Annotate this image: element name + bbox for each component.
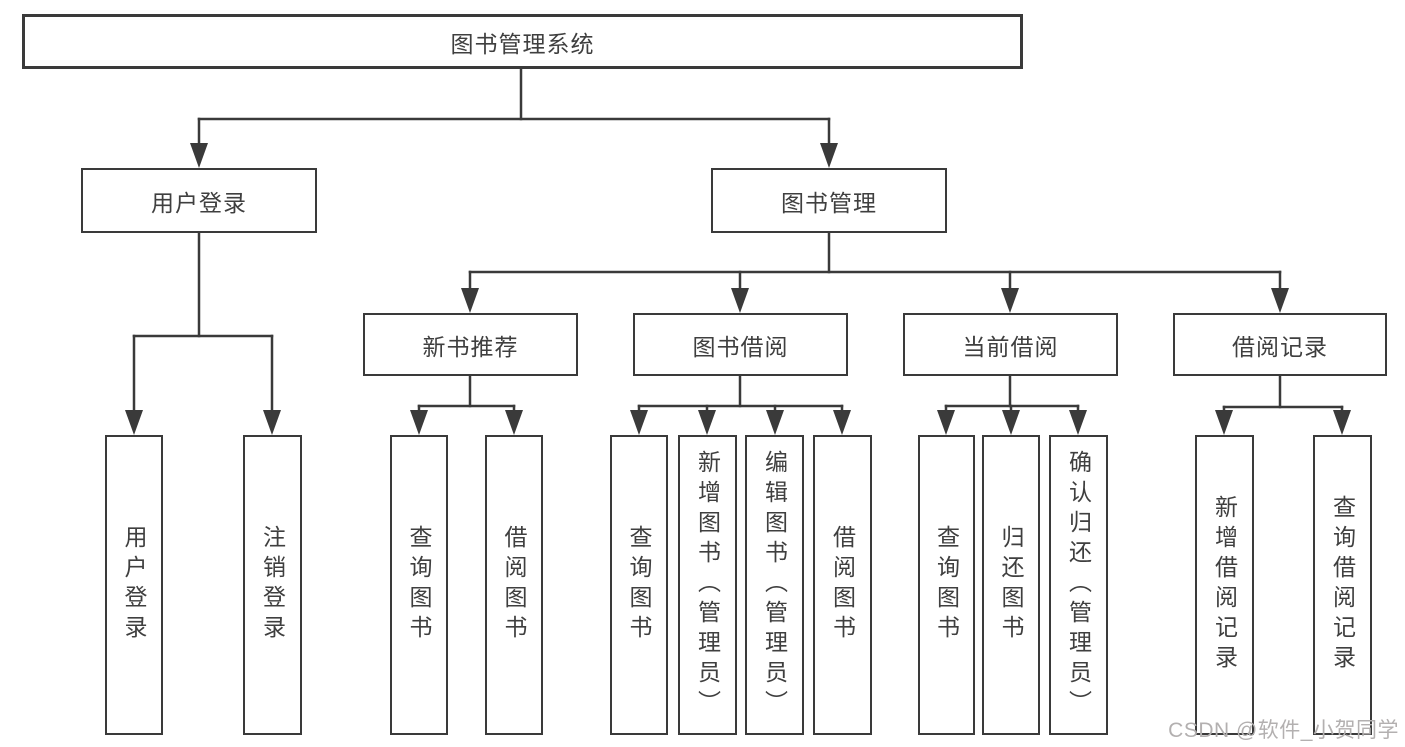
node-book-management-label: 图书管理 — [781, 189, 877, 216]
leaf-return-books-label: 归还图书 — [998, 525, 1024, 645]
node-book-borrowing-label: 图书借阅 — [692, 333, 789, 360]
leaf-edit-books-admin-label: 编辑图书（管理员） — [761, 450, 788, 720]
leaf-borrow-books: 借阅图书 — [813, 435, 872, 735]
node-library-management-system-label: 图书管理系统 — [450, 30, 595, 57]
leaf-confirm-return-admin: 确认归还（管理员） — [1049, 435, 1108, 735]
leaf-add-borrow-record-label: 新增借阅记录 — [1211, 495, 1238, 675]
leaf-return-books: 归还图书 — [982, 435, 1040, 735]
leaf-add-books-admin: 新增图书（管理员） — [678, 435, 737, 735]
node-new-book-recommend-label: 新书推荐 — [422, 333, 519, 360]
node-current-borrowing: 当前借阅 — [903, 313, 1118, 376]
node-borrow-records: 借阅记录 — [1173, 313, 1387, 376]
node-new-book-recommend: 新书推荐 — [363, 313, 578, 376]
leaf-borrow-books-label: 借阅图书 — [829, 525, 856, 645]
leaf-add-books-admin-label: 新增图书（管理员） — [694, 450, 721, 720]
leaf-logout-label: 注销登录 — [259, 525, 286, 645]
node-current-borrowing-label: 当前借阅 — [962, 333, 1059, 360]
node-book-management: 图书管理 — [711, 168, 947, 233]
leaf-query-borrow-record-label: 查询借阅记录 — [1329, 495, 1356, 675]
node-book-borrowing: 图书借阅 — [633, 313, 848, 376]
leaf-borrowing-query-books: 查询图书 — [610, 435, 668, 735]
leaf-logout: 注销登录 — [243, 435, 302, 735]
node-library-management-system: 图书管理系统 — [22, 14, 1023, 69]
leaf-recommend-query-books: 查询图书 — [390, 435, 448, 735]
leaf-edit-books-admin: 编辑图书（管理员） — [745, 435, 804, 735]
node-borrow-records-label: 借阅记录 — [1232, 333, 1328, 360]
leaf-query-borrow-record: 查询借阅记录 — [1313, 435, 1372, 735]
leaf-borrowing-query-books-label: 查询图书 — [626, 525, 652, 645]
leaf-current-query-books: 查询图书 — [918, 435, 975, 735]
leaf-user-login-label: 用户登录 — [121, 525, 147, 645]
node-user-login-label: 用户登录 — [151, 189, 247, 216]
leaf-current-query-books-label: 查询图书 — [933, 525, 960, 645]
leaf-user-login: 用户登录 — [105, 435, 163, 735]
leaf-recommend-query-books-label: 查询图书 — [406, 525, 432, 645]
leaf-confirm-return-admin-label: 确认归还（管理员） — [1065, 450, 1092, 720]
node-user-login: 用户登录 — [81, 168, 317, 233]
leaf-recommend-borrow-books: 借阅图书 — [485, 435, 543, 735]
leaf-recommend-borrow-books-label: 借阅图书 — [501, 525, 527, 645]
leaf-add-borrow-record: 新增借阅记录 — [1195, 435, 1254, 735]
